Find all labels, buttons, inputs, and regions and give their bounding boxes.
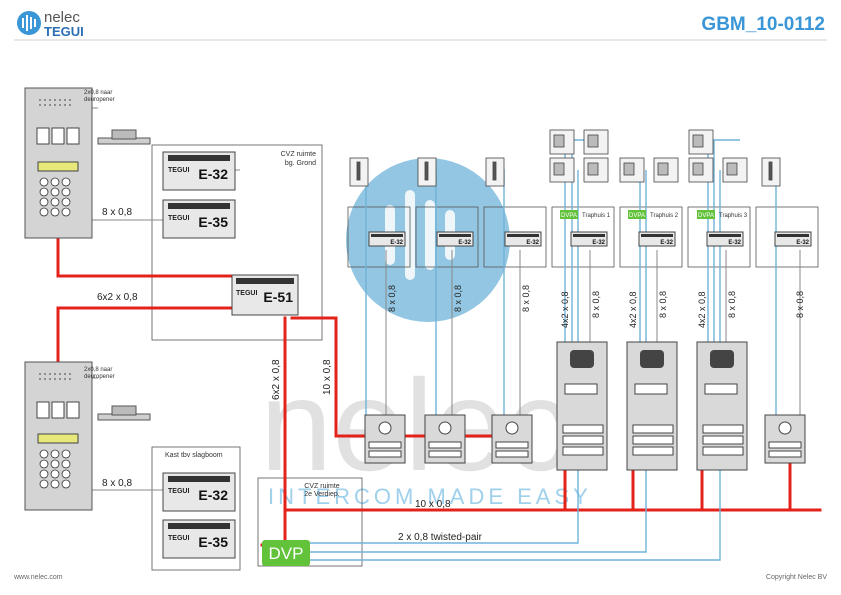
apt7-e32: E-32	[796, 240, 809, 246]
deuropener-bottom-2: deuropener	[84, 374, 115, 380]
psu-e35-ground: TEGUI E-35	[162, 199, 236, 239]
apt4-e32: E-32	[592, 240, 605, 246]
apt5-e32: E-32	[660, 240, 673, 246]
deuropener-bottom-1: 2x0,8 naar	[84, 367, 112, 373]
psu-e35-kast-brand: TEGUI	[168, 535, 189, 542]
logo-tegui-text: TEGUI	[44, 24, 84, 39]
wire-label-apt7: 8 x 0,8	[795, 291, 805, 318]
footer-copyright: Copyright Nelec BV	[765, 574, 827, 581]
psu-e32-kast: TEGUI E-32	[162, 472, 236, 512]
psu-e32-ground: TEGUI E-32	[162, 151, 236, 191]
apt2-e32: E-32	[458, 240, 471, 246]
wire-label-8x08-bottom: 8 x 0,8	[102, 478, 132, 489]
room-kast	[151, 446, 241, 571]
module-e51-brand: TEGUI	[236, 290, 257, 297]
wire-label-6x2: 6x2 x 0,8	[97, 292, 138, 303]
dvpa-3: DVPA	[698, 213, 714, 219]
logo: nelec TEGUI	[44, 10, 84, 38]
wire-label-4x2-t3: 4x2 x 0,8	[697, 291, 707, 328]
apt6-e32: E-32	[728, 240, 741, 246]
psu-e35-ground-brand: TEGUI	[168, 215, 189, 222]
dvpa-2: DVPA	[629, 213, 645, 219]
apt3-e32: E-32	[526, 240, 539, 246]
traphuis-3: Traphuis 3	[719, 213, 748, 219]
dvpa-1: DVPA	[561, 213, 577, 219]
wire-label-apt4: 8 x 0,8	[591, 291, 601, 318]
gray-wiring	[92, 107, 801, 491]
wire-label-4x2-t1: 4x2 x 0,8	[560, 291, 570, 328]
psu-e35-kast-model: E-35	[198, 534, 228, 550]
room-cvz-ground	[151, 144, 323, 341]
door-panel-bottom	[24, 361, 93, 511]
traphuis-2: Traphuis 2	[650, 213, 679, 219]
psu-e32-ground-model: E-32	[198, 166, 228, 182]
footer-website: www.nelec.com	[14, 574, 63, 581]
video-door-panels	[556, 341, 748, 471]
room-cvz-ground-label-1: CVZ ruimte	[281, 151, 317, 158]
door-panel-top	[24, 87, 93, 239]
red-wiring	[56, 236, 822, 547]
apt1-e32: E-32	[390, 240, 403, 246]
wire-label-10x08-vertical: 10 x 0,8	[322, 359, 333, 395]
psu-e32-kast-model: E-32	[198, 487, 228, 503]
room-cvz-2-label-1: CVZ ruimte	[304, 483, 340, 490]
room-cvz-ground-label-2: bg. Grond	[285, 160, 316, 167]
psu-e35-ground-model: E-35	[198, 214, 228, 230]
wire-label-8x08-top: 8 x 0,8	[102, 207, 132, 218]
door-opener-top	[97, 129, 151, 145]
apartment-frames	[347, 206, 819, 268]
room-kast-label: Kast tbv slagboom	[165, 452, 223, 459]
logo-icon	[17, 11, 41, 35]
deuropener-top-1: 2x0,8 naar	[84, 90, 112, 96]
wire-label-apt6: 8 x 0,8	[727, 291, 737, 318]
watermark-slogan: INTERCOM MADE EASY	[268, 484, 592, 509]
dvp-module: DVP	[262, 540, 310, 566]
wire-label-twisted: 2 x 0,8 twisted-pair	[398, 532, 483, 543]
wire-label-6x2-vertical: 6x2 x 0,8	[271, 359, 282, 400]
apartment-handsets	[349, 157, 781, 187]
wire-label-4x2-t2: 4x2 x 0,8	[628, 291, 638, 328]
apartment-e32-units: E-32 E-32 E-32 E-32 E-32 E-32 E-32	[368, 231, 812, 247]
wire-label-apt1: 8 x 0,8	[387, 285, 397, 312]
wire-label-10x08: 10 x 0,8	[415, 499, 451, 510]
deuropener-top-2: deuropener	[84, 97, 115, 103]
apartment-video-monitors	[549, 129, 748, 183]
wire-label-apt5: 8 x 0,8	[658, 291, 668, 318]
wire-label-apt3: 8 x 0,8	[521, 285, 531, 312]
logo-nelec-text: nelec	[44, 9, 80, 26]
document-code: GBM_10-0112	[701, 14, 825, 35]
dvpa-tags: DVPA Traphuis 1 DVPA Traphuis 2 DVPA Tra…	[560, 210, 748, 219]
psu-e32-kast-brand: TEGUI	[168, 488, 189, 495]
room-cvz-2-label-2: 2e Verdiep.	[304, 491, 339, 498]
door-opener-bottom	[97, 405, 151, 421]
wire-label-apt2: 8 x 0,8	[453, 285, 463, 312]
module-e51: TEGUI E-51	[231, 274, 299, 316]
psu-e35-kast: TEGUI E-35	[162, 519, 236, 559]
traphuis-1: Traphuis 1	[582, 213, 611, 219]
psu-e32-ground-brand: TEGUI	[168, 167, 189, 174]
floor-audio-panels	[364, 414, 806, 464]
module-e51-model: E-51	[263, 289, 293, 305]
room-cvz-2	[257, 477, 363, 567]
dvp-label: DVP	[269, 544, 304, 563]
